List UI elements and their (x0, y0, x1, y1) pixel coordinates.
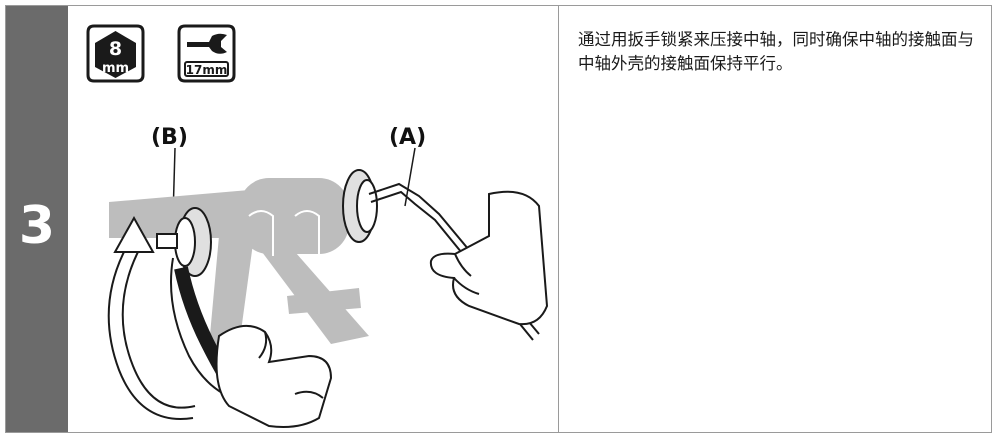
label-b: (B) (151, 125, 188, 150)
instruction-step-panel: 3 8 mm 17mm (B) (A) (5, 5, 992, 433)
label-a: (A) (389, 125, 426, 150)
column-divider (558, 6, 559, 432)
step-description: 通过用扳手锁紧来压接中轴，同时确保中轴的接触面与中轴外壳的接触面保持平行。 (578, 30, 974, 73)
hex-size-value: 8 (109, 38, 122, 60)
step-number: 3 (18, 196, 56, 256)
bottom-bracket-cup-left (156, 207, 212, 277)
bike-frame-silhouette (109, 178, 369, 346)
hex-key-8mm-icon: 8 mm (86, 24, 145, 83)
step-number-bar: 3 (6, 6, 68, 432)
hex-size-unit: mm (102, 61, 129, 76)
wrench-17mm-icon: 17mm (177, 24, 236, 83)
wrench-size-label: 17mm (186, 63, 228, 77)
rotation-arrow (107, 215, 196, 420)
bottom-bracket-cup-right (342, 169, 378, 243)
left-hand (215, 325, 333, 428)
installation-illustration: 8 mm 17mm (B) (A) (86, 24, 549, 428)
right-hand (429, 190, 549, 326)
